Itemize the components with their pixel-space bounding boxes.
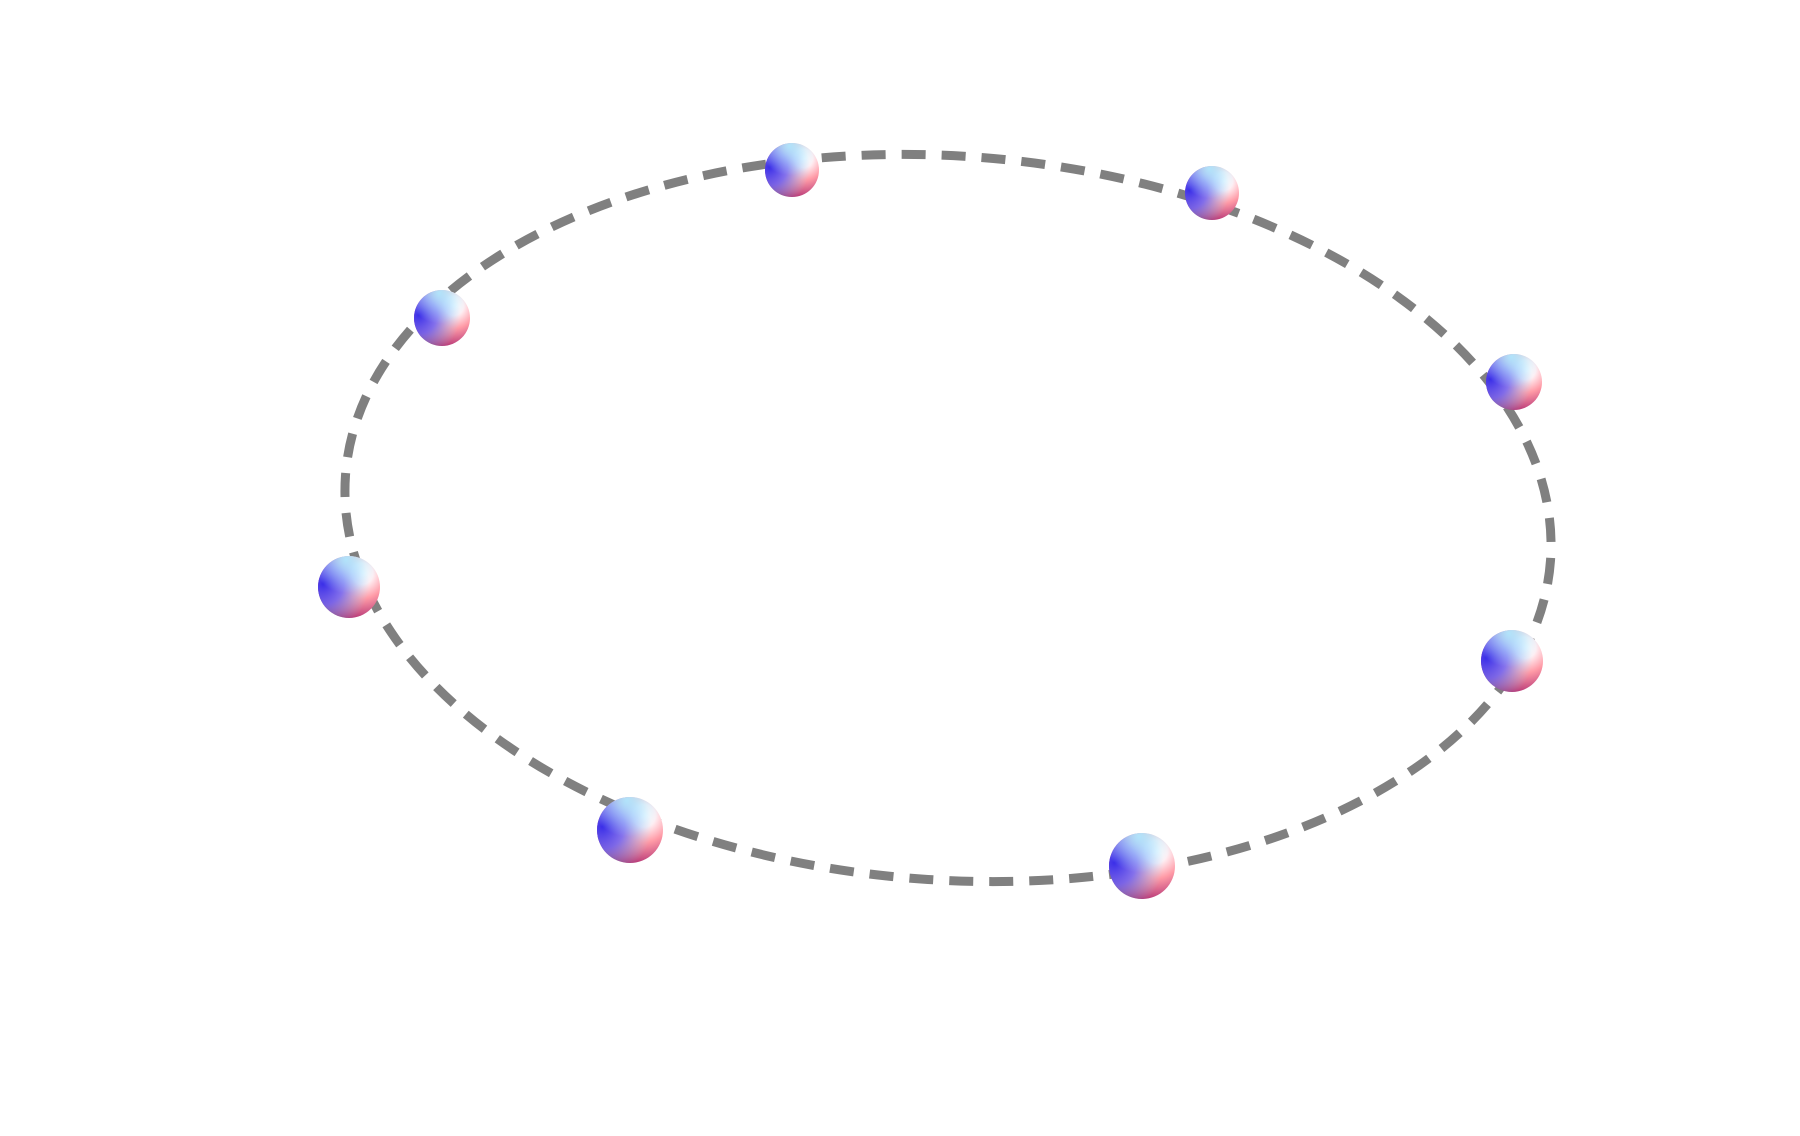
sphere (597, 797, 663, 863)
sphere (414, 290, 470, 346)
sphere (1486, 354, 1542, 410)
sphere (1109, 833, 1175, 899)
dashed-ring (340, 149, 1556, 887)
sphere (1185, 166, 1239, 220)
sphere-group (318, 143, 1543, 899)
sphere (1481, 630, 1543, 692)
sphere (765, 143, 819, 197)
sphere (318, 556, 380, 618)
